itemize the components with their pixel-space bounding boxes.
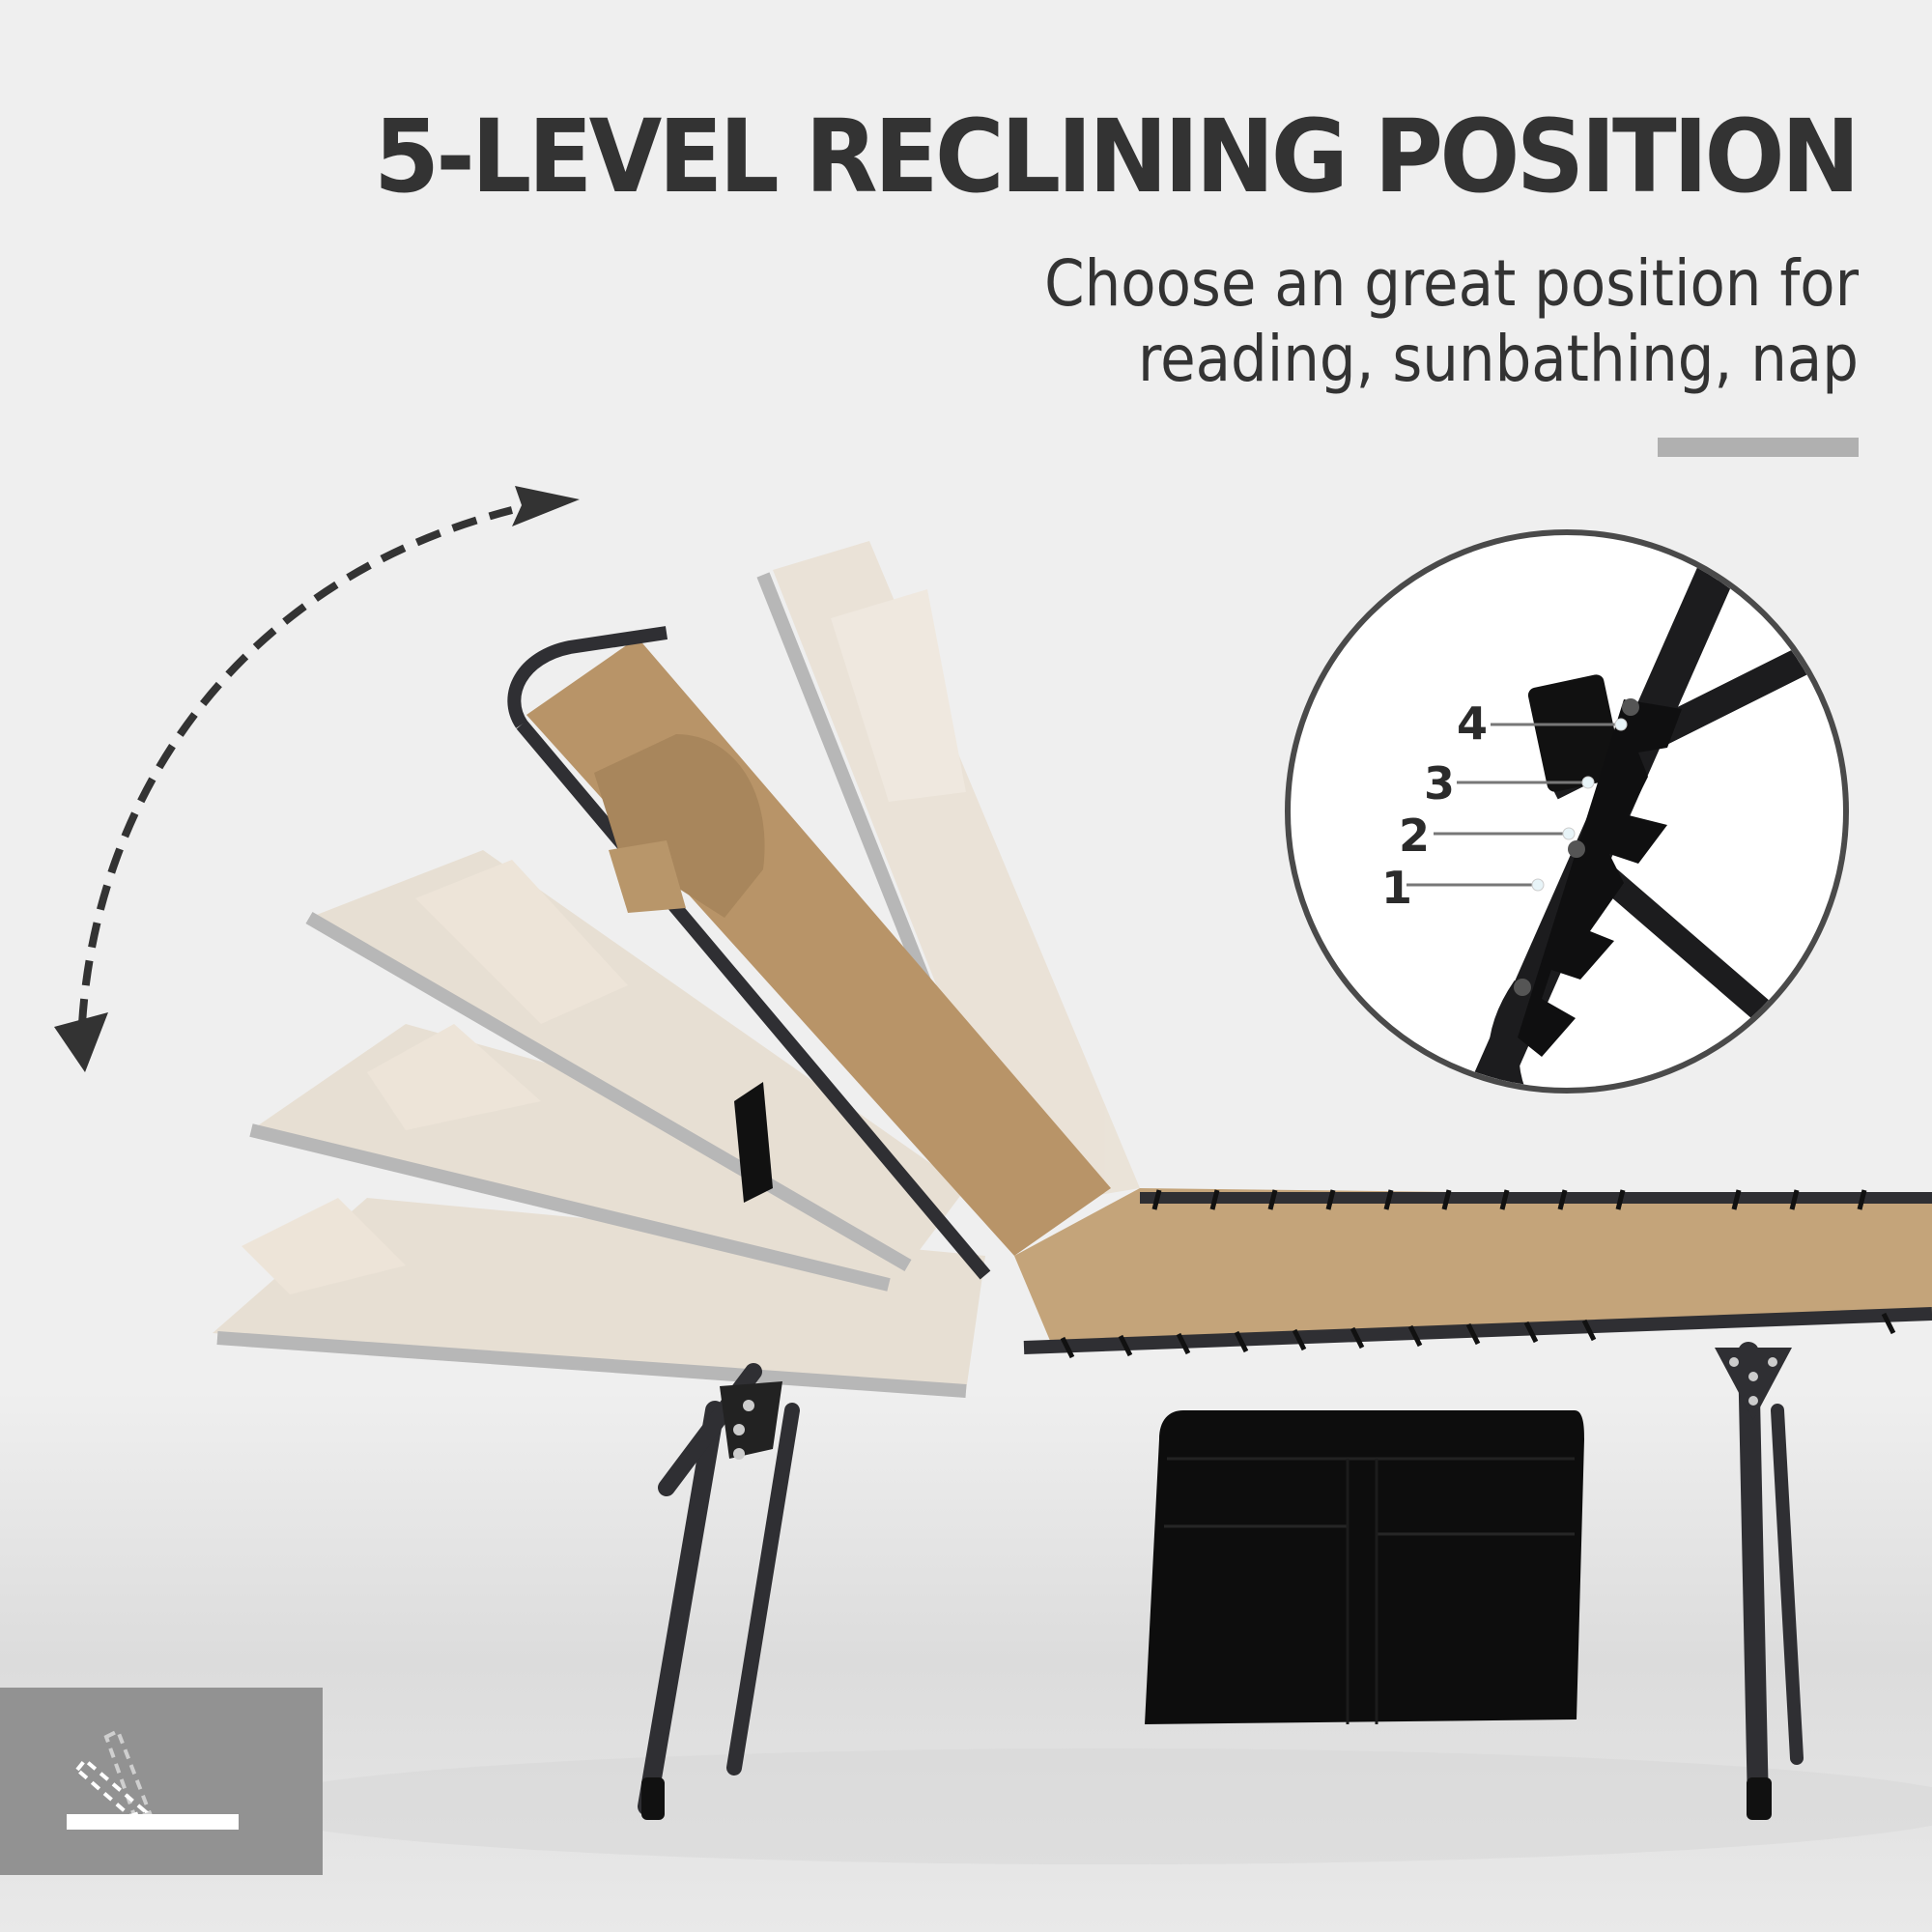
hinge-plates: [720, 1348, 1792, 1460]
ghost-recline-positions: [213, 541, 1140, 1398]
accent-divider: [1658, 438, 1859, 457]
recline-level-2: 2: [1399, 810, 1431, 862]
chair-legs: [638, 1342, 1804, 1820]
adjuster-detail-callout: 4 3 2 1: [1285, 529, 1849, 1094]
recline-angle-badge: [0, 1688, 323, 1875]
recline-level-4: 4: [1457, 697, 1489, 750]
side-storage-pouch: [1145, 1410, 1584, 1724]
chair-backrest: [507, 626, 1111, 1280]
recline-level-3: 3: [1424, 757, 1456, 810]
feature-description: Choose an great position for reading, su…: [1044, 246, 1859, 396]
recline-angle-icon: [67, 1728, 239, 1830]
curved-double-arrow-icon: [54, 486, 580, 1072]
page-title: 5-LEVEL RECLINING POSITION: [374, 98, 1861, 215]
recline-level-1: 1: [1381, 862, 1413, 914]
adjuster-bracket-illustration: [1406, 565, 1843, 1088]
chair-seat: [1014, 1188, 1932, 1359]
